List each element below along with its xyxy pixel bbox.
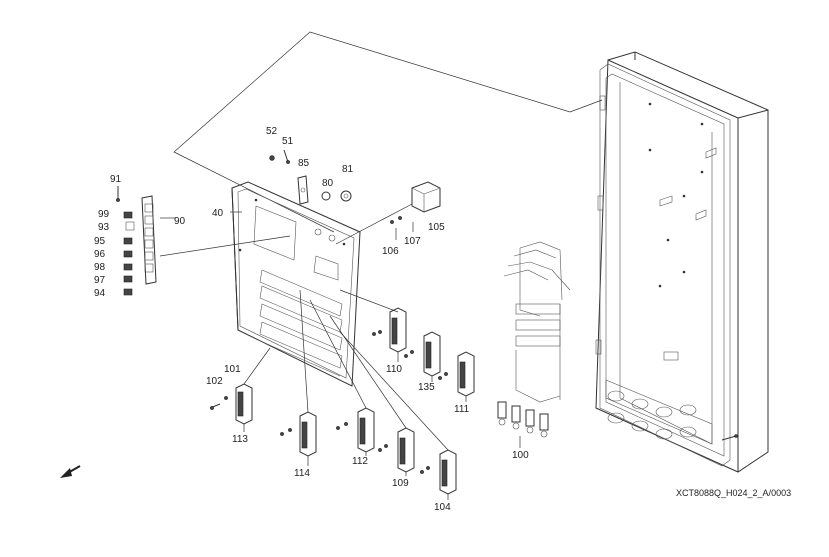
callout-51: 51 [282,136,294,147]
callout-113: 113 [232,434,248,445]
component-104 [339,331,457,495]
component-135 [404,331,441,377]
terminal-screws [116,186,135,296]
callout-labels: 52 51 85 81 80 91 99 93 90 40 95 96 98 9… [94,126,529,513]
callout-98: 98 [94,262,106,273]
callout-102: 102 [206,376,223,387]
cable-entry-holes [607,390,697,440]
enclosure-cabinet [595,51,769,473]
callout-107: 107 [404,236,421,247]
callout-112: 112 [352,456,368,467]
callout-94: 94 [94,288,106,299]
label-leaders [160,211,521,500]
callout-135: 135 [418,382,435,393]
arrow-down-left-icon [60,465,81,478]
relay-component [335,181,441,245]
callout-100: 100 [512,450,529,461]
connector-terminals [497,401,549,438]
component-113 [209,347,271,425]
callout-99: 99 [98,209,110,220]
drawing-reference: XCT8088Q_H024_2_A/0003 [676,488,791,498]
callout-85: 85 [298,158,310,169]
component-110 [339,289,407,353]
callout-97: 97 [94,275,106,286]
callout-96: 96 [94,249,106,260]
callout-93: 93 [98,222,110,233]
component-111 [438,351,475,397]
callout-90: 90 [174,216,186,227]
component-114 [280,289,317,457]
callout-104: 104 [434,502,451,513]
component-112 [309,299,375,453]
terminal-strip [141,195,157,285]
callout-111: 111 [454,404,470,415]
leader-panel-to-cabinet [173,31,603,233]
callout-114: 114 [294,468,310,479]
panel-fasteners [269,149,352,205]
callout-109: 109 [392,478,409,489]
callout-40: 40 [212,208,224,219]
mounting-panel [231,181,361,387]
callout-80: 80 [322,178,334,189]
callout-106: 106 [382,246,399,257]
callout-81: 81 [342,164,354,175]
callout-52: 52 [266,126,278,137]
callout-101: 101 [224,364,241,375]
callout-95: 95 [94,236,106,247]
callout-105: 105 [428,222,445,233]
callout-91: 91 [110,174,122,185]
callout-110: 110 [386,364,402,375]
leader-strip-to-panel [159,235,291,257]
wiring-harness [497,241,571,438]
